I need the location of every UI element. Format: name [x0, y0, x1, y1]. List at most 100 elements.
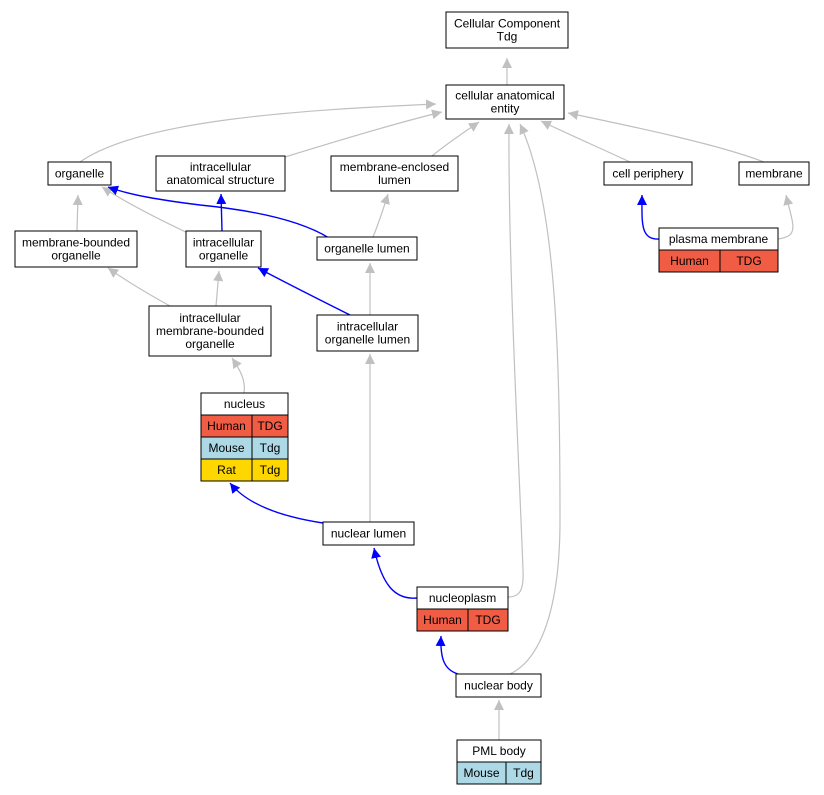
gene-cell [505, 761, 542, 785]
edge-organelle-lumen-to-organelle [107, 185, 330, 239]
node-label: organelle [185, 337, 235, 351]
node-label: cell periphery [612, 167, 683, 181]
node-label: lumen [378, 173, 411, 187]
annotation-row: Mouse Tdg [456, 761, 542, 785]
edges-layer [72, 58, 794, 740]
edge-intracellular-anatomical-structure-to-cellular-anatomical-entity [284, 109, 443, 158]
node-nuclear-body[interactable]: nuclear body [455, 673, 542, 698]
annotation-row: Human TDG [416, 608, 509, 632]
edge-membrane-enclosed-lumen-to-cellular-anatomical-entity [431, 121, 480, 157]
node-box [14, 230, 138, 268]
node-label: PML body [472, 744, 526, 758]
node-label: nucleus [224, 397, 265, 411]
edge-organelle-to-cellular-anatomical-entity [79, 99, 437, 163]
node-box [603, 161, 693, 186]
edge-nucleoplasm-to-nuclear-lumen [371, 547, 418, 599]
node-label: Cellular Component [454, 17, 561, 31]
gene-label: Tdg [260, 463, 281, 477]
node-label: cellular anatomical [455, 89, 554, 103]
node-box [185, 230, 262, 268]
edge-intracellular-organelle-lumen-to-intracellular-organelle [257, 267, 351, 316]
node-label: entity [491, 102, 520, 116]
edge-cell-periphery-to-cellular-anatomical-entity [540, 120, 631, 163]
edge-intracellular-organelle-to-intracellular-anatomical-structure [216, 193, 227, 232]
node-box [330, 155, 459, 192]
node-box [322, 521, 415, 546]
node-label: Tdg [497, 30, 518, 44]
edge-plasma-membrane-to-membrane [777, 194, 794, 240]
node-label: intracellular [193, 236, 254, 250]
node-label: nuclear lumen [331, 527, 406, 541]
gene-label: Tdg [260, 441, 281, 455]
node-organelle-lumen[interactable]: organelle lumen [316, 236, 418, 261]
gene-label: TDG [736, 254, 761, 268]
annotation-row: Rat Tdg [200, 458, 289, 482]
edge-nuclear-body-to-nucleoplasm [435, 635, 459, 675]
node-label: intracellular [179, 311, 240, 325]
node-box [155, 155, 286, 192]
gene-label: TDG [257, 419, 282, 433]
edge-intracellular-organelle-to-organelle [101, 186, 191, 235]
node-box [47, 161, 112, 186]
node-label: organelle lumen [325, 333, 410, 347]
node-label: membrane-bounded [156, 324, 264, 338]
edge-nuclear-lumen-to-nucleus [229, 482, 324, 524]
species-label: Mouse [208, 441, 244, 455]
gene-label: TDG [475, 613, 500, 627]
species-label: Mouse [463, 766, 499, 780]
node-label: nuclear body [464, 679, 533, 693]
node-label: organelle [55, 167, 105, 181]
node-label: plasma membrane [669, 232, 769, 246]
node-box [148, 305, 272, 357]
node-box [455, 673, 542, 698]
node-label: membrane-bounded [22, 236, 130, 250]
node-box [445, 11, 569, 49]
node-label: organelle lumen [324, 242, 409, 256]
annotation-row: Human TDG [658, 249, 779, 273]
node-label: intracellular [337, 320, 398, 334]
edge-membrane-to-cellular-anatomical-entity [567, 110, 765, 163]
edge-nucleus-to-intracellular-membrane-bounded-organelle [231, 357, 245, 394]
node-label: membrane [745, 167, 803, 181]
node-organelle[interactable]: organelle [47, 161, 112, 186]
node-box [738, 161, 810, 186]
node-box [316, 236, 418, 261]
gene-cell [719, 249, 779, 273]
node-nuclear-lumen[interactable]: nuclear lumen [322, 521, 415, 546]
node-label: anatomical structure [166, 173, 274, 187]
node-label: intracellular [190, 160, 251, 174]
node-membrane[interactable]: membrane [738, 161, 810, 186]
annotation-row: Human TDG [200, 414, 289, 438]
node-box [445, 84, 565, 120]
edge-membrane-bounded-organelle-to-organelle [72, 194, 83, 232]
edge-plasma-membrane-to-cell-periphery [636, 194, 660, 240]
gene-label: Tdg [513, 766, 534, 780]
node-cell-periphery[interactable]: cell periphery [603, 161, 693, 186]
species-label: Human [670, 254, 709, 268]
gene-cell [467, 608, 509, 632]
edge-organelle-lumen-to-membrane-enclosed-lumen [372, 193, 390, 238]
gene-cell [251, 458, 289, 482]
species-label: Human [207, 419, 246, 433]
edge-intracellular-membrane-bounded-organelle-to-intracellular-organelle [213, 270, 224, 307]
node-label: organelle [51, 249, 101, 263]
node-box [316, 314, 419, 352]
species-label: Rat [217, 463, 236, 477]
node-label: membrane-enclosed [340, 160, 449, 174]
edge-nuclear-body-to-cellular-anatomical-entity [509, 123, 561, 675]
species-label: Human [423, 613, 462, 627]
